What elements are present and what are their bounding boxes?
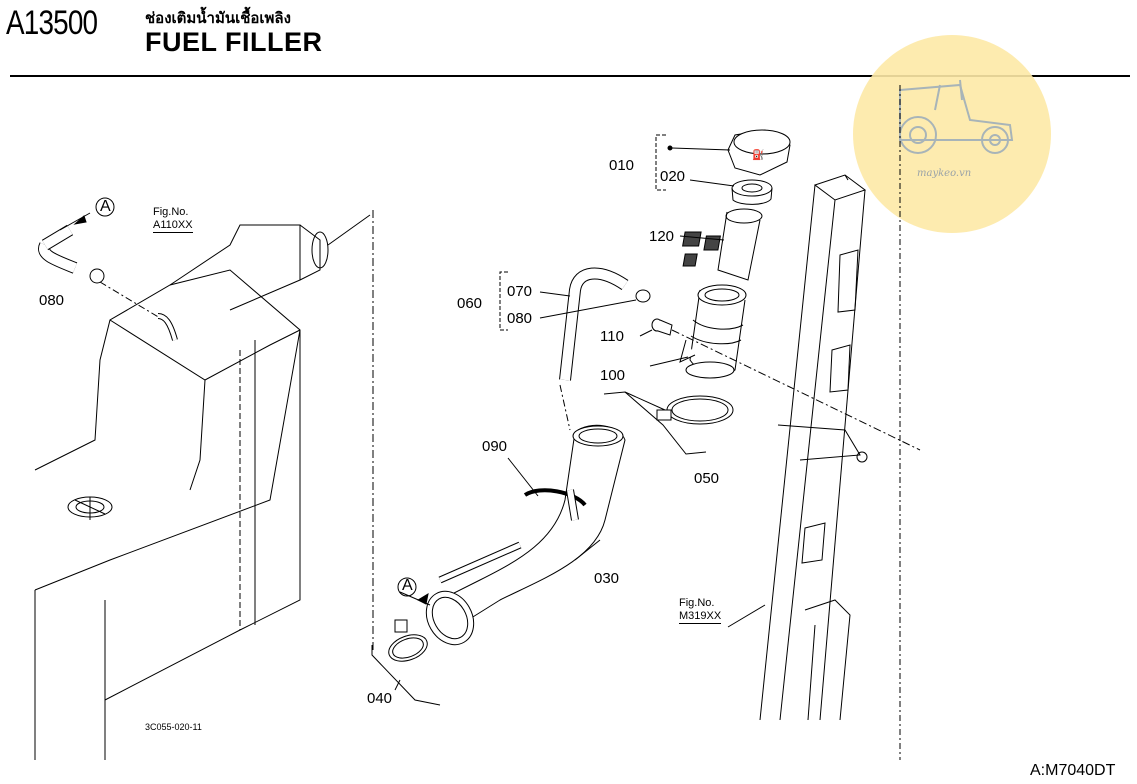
frame-bracket (727, 85, 901, 760)
fuel-cap: ⛽ (667, 129, 791, 176)
fig-ref-left: Fig.No. A110XX (153, 206, 193, 233)
part-label-080-group: 080 (507, 310, 533, 327)
part-label-040: 040 (367, 690, 393, 707)
cap-gasket (689, 179, 773, 205)
filler-hose (425, 424, 626, 646)
header-divider (10, 75, 1130, 77)
part-label-070: 070 (507, 283, 533, 300)
fig-ref-left-label: Fig.No. (153, 206, 189, 218)
mounting-band (507, 457, 587, 521)
group-brace-060 (499, 271, 508, 331)
strainer (679, 208, 763, 281)
part-label-050: 050 (694, 470, 720, 487)
part-label-110: 110 (600, 328, 624, 345)
watermark-text: maykeo.vn (917, 168, 972, 179)
arrow-label-a-top: A (100, 198, 111, 215)
section-title: FUEL FILLER (145, 27, 323, 57)
filler-neck (649, 284, 747, 379)
fig-ref-right: Fig.No. M319XX (679, 597, 722, 624)
hose-clamp (603, 391, 734, 455)
arrow-label-a-bottom: A (402, 577, 413, 594)
bolt (639, 318, 921, 451)
part-label-080-left: 080 (39, 292, 65, 309)
fig-ref-right-label: Fig.No. (679, 597, 715, 609)
part-label-030: 030 (594, 570, 620, 587)
model-reference: A:M7040DT (1030, 762, 1116, 779)
left-hose (38, 197, 161, 319)
svg-text:⛽: ⛽ (752, 148, 764, 161)
fuel-tank (34, 210, 374, 760)
section-code: A13500 (6, 4, 98, 42)
tractor-icon (899, 79, 1014, 154)
breather-hose (539, 267, 651, 431)
lower-clamp (371, 577, 441, 706)
section-title-thai: ช่องเติมน้ำมันเชื้อเพลิง (145, 10, 291, 27)
part-label-010: 010 (609, 157, 635, 174)
part-label-100: 100 (600, 367, 626, 384)
part-label-020: 020 (660, 168, 686, 185)
watermark-logo (853, 35, 1051, 233)
drawing-code: 3C055-020-11 (145, 722, 202, 732)
part-label-060: 060 (457, 295, 483, 312)
group-brace-010 (655, 134, 666, 191)
part-label-090: 090 (482, 438, 508, 455)
part-label-120: 120 (649, 228, 675, 245)
fig-ref-left-number: A110XX (153, 219, 193, 233)
fig-ref-right-number: M319XX (679, 610, 722, 624)
